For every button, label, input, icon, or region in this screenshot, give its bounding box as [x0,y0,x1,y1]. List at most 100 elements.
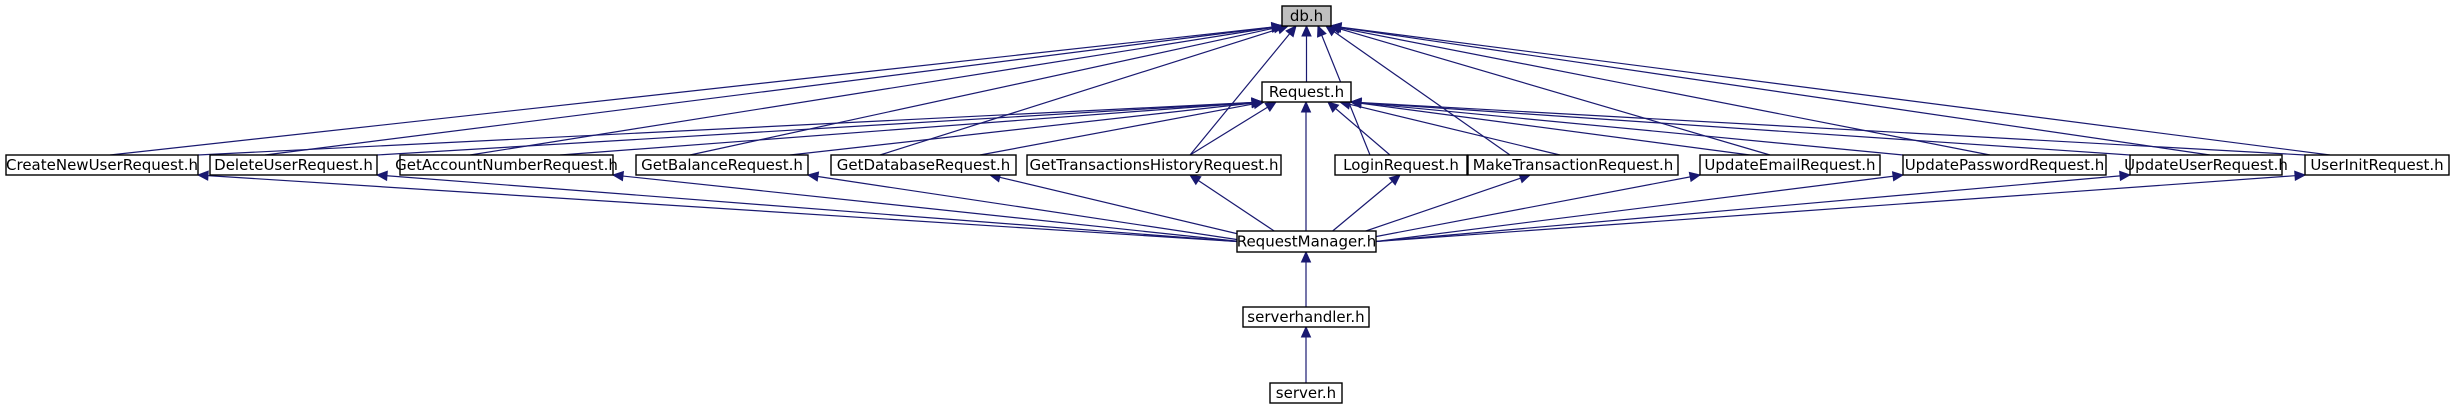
node-gettransactionshistory[interactable]: GetTransactionsHistoryRequest.h [1026,154,1282,176]
arrowhead-icon [1329,22,1343,33]
node-label: UpdatePasswordRequest.h [1905,156,2105,174]
edge-serverhandler-to-requestmanager [1300,250,1312,307]
node-updatepassword[interactable]: UpdatePasswordRequest.h [1902,154,2107,176]
node-requestmanager[interactable]: RequestManager.h [1236,230,1377,253]
node-label: RequestManager.h [1237,233,1377,251]
node-label: GetDatabaseRequest.h [837,156,1011,174]
edge-requestmanager-to-getaccountnumber [611,170,1241,243]
node-request[interactable]: Request.h [1261,81,1352,103]
arrowhead-icon [1300,100,1312,113]
edge-line [999,176,1271,243]
edge-line [1189,106,1268,156]
arrowhead-icon [196,170,209,181]
node-box [2129,154,2283,176]
node-box [1026,154,1282,176]
edge-line [1360,102,1751,156]
node-label: GetBalanceRequest.h [641,156,803,174]
edge-line [1340,26,2211,156]
edge-line [376,101,1253,156]
edge-requestmanager-to-updatepassword [1375,171,1905,243]
arrowhead-icon [1264,101,1278,112]
arrowhead-icon [2119,170,2132,182]
arrowhead-icon [1327,101,1340,113]
edge-line [207,175,1238,243]
edge-server-to-serverhandler [1300,325,1312,383]
edge-line [1339,28,1771,156]
edge-requestmanager-to-getbalance [806,171,1251,243]
node-label: Request.h [1269,83,1344,101]
edge-getdatabase-to-db [879,24,1290,156]
arrowhead-icon [1891,171,1905,182]
edge-line [1360,102,1904,156]
node-box [1902,154,2107,176]
edge-line [197,101,1253,156]
node-maketransaction[interactable]: MakeTransactionRequest.h [1467,154,1679,176]
node-getdatabase[interactable]: GetDatabaseRequest.h [830,154,1017,176]
arrowhead-icon [2294,170,2307,182]
node-box [399,154,614,176]
node-createnewuser[interactable]: CreateNewUserRequest.h [5,154,199,176]
node-getaccountnumber[interactable]: GetAccountNumberRequest.h [395,154,618,176]
node-label: GetAccountNumberRequest.h [395,156,618,174]
edges-layer [109,21,2331,383]
edge-requestmanager-to-request [1300,100,1312,242]
node-userinit[interactable]: UserInitRequest.h [2304,154,2450,176]
node-box [5,154,199,176]
edge-gettransactionshistory-to-request [1189,101,1278,156]
node-login[interactable]: LoginRequest.h [1334,154,1468,176]
edge-gettransactionshistory-to-db [1189,25,1297,156]
node-box [209,154,378,176]
arrowhead-icon [1188,174,1202,186]
edge-requestmanager-to-updateuser [1375,170,2132,243]
node-updateuser[interactable]: UpdateUserRequest.h [2124,154,2288,176]
node-label: GetTransactionsHistoryRequest.h [1030,156,1279,174]
node-box [1242,306,1370,328]
arrowhead-icon [1300,325,1312,338]
edge-line [1339,27,1991,156]
edge-line [1349,176,1691,243]
edge-line [386,175,1238,243]
arrowhead-icon [1388,174,1401,186]
edge-line [559,102,1253,156]
node-label: server.h [1276,384,1336,402]
arrowhead-icon [611,170,624,182]
node-label: UpdateUserRequest.h [2124,156,2288,174]
arrowhead-icon [806,171,820,182]
node-label: CreateNewUserRequest.h [6,156,198,174]
edge-userinit-to-db [1329,22,2331,156]
edge-line [789,102,1253,156]
node-server[interactable]: server.h [1269,382,1343,404]
node-db[interactable]: db.h [1281,5,1332,27]
arrowhead-icon [1285,25,1297,38]
edge-updatepassword-to-db [1328,22,1991,156]
edge-line [817,175,1251,243]
node-label: MakeTransactionRequest.h [1473,156,1674,174]
edge-requestmanager-to-createnewuser [196,170,1238,243]
node-label: LoginRequest.h [1343,156,1459,174]
node-label: serverhandler.h [1247,308,1364,326]
edge-line [879,28,1279,156]
node-box [1467,154,1679,176]
edge-requestmanager-to-getdatabase [988,172,1271,243]
edge-line [979,103,1255,156]
edge-requestmanager-to-updateemail [1349,171,1702,243]
node-deleteuser[interactable]: DeleteUserRequest.h [209,154,378,176]
edge-request-to-db [1301,24,1312,82]
node-getbalance[interactable]: GetBalanceRequest.h [635,154,809,176]
node-serverhandler[interactable]: serverhandler.h [1242,306,1370,328]
node-box [635,154,809,176]
node-updateemail[interactable]: UpdateEmailRequest.h [1699,154,1881,176]
arrowhead-icon [1300,250,1312,263]
edge-line [1335,108,1391,156]
node-box [1261,81,1352,103]
edge-line [689,27,1275,156]
edge-userinit-to-request [1349,97,2306,156]
edge-createnewuser-to-db [109,21,1284,156]
node-box [1281,5,1332,27]
edge-line [1375,175,2296,243]
edge-login-to-request [1327,101,1391,156]
arrowhead-icon [375,170,388,182]
edge-requestmanager-to-userinit [1375,170,2307,243]
